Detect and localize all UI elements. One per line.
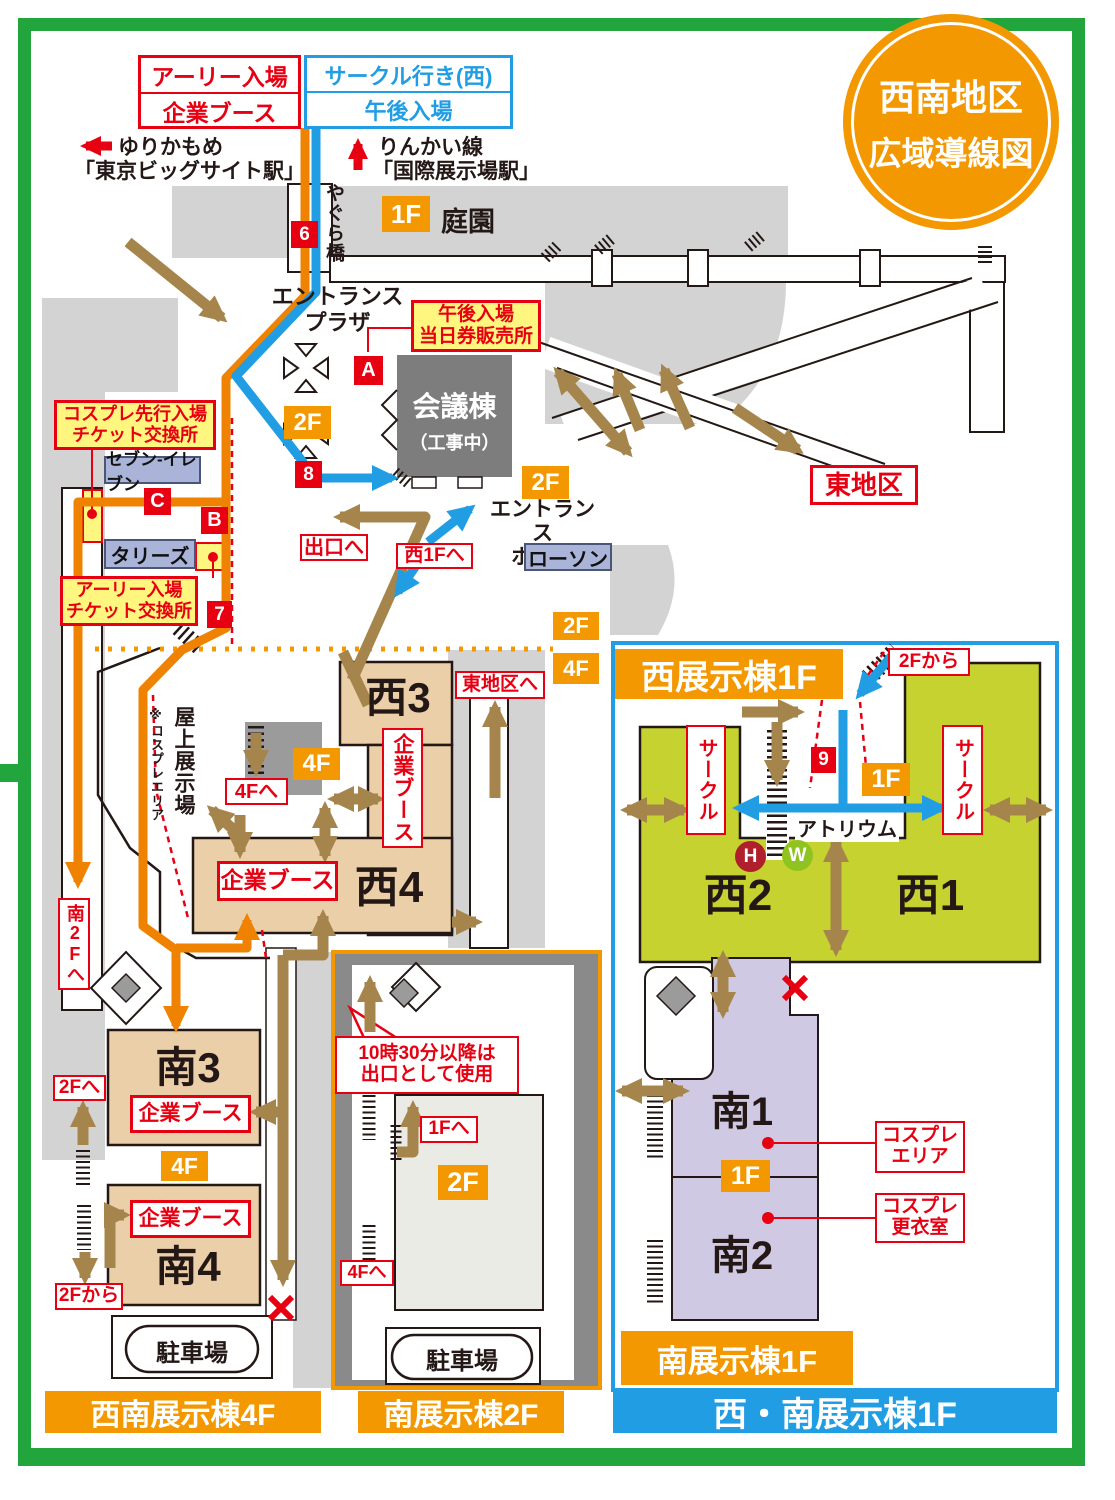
title-line1: 西南地区 — [878, 77, 1023, 118]
entrance-plaza-label: エントランス プラザ — [271, 284, 404, 336]
brown-flow-arrows — [70, 237, 1053, 1287]
to-south2f-box: 南2Fへ — [58, 898, 90, 990]
to-east-district-box: 東地区へ — [455, 671, 545, 699]
legend-afternoon-entry: 午後入場 — [364, 98, 453, 124]
west1-label: 西1 — [895, 871, 965, 920]
west3-corp-booth-box: 企業ブース — [382, 728, 423, 848]
west-1f-badge: 1F — [862, 763, 910, 796]
badge-w: W — [782, 840, 813, 871]
badge-7[interactable]: 7 — [207, 601, 232, 628]
title-line2: 広域導線図 — [868, 135, 1034, 172]
south4-corp-booth-box: 企業ブース — [130, 1200, 251, 1238]
to-west1f-box: 西1Fへ — [396, 543, 473, 569]
conference-building — [380, 355, 512, 489]
legend-circle-west: サークル行き(西) — [307, 58, 510, 93]
sw-from-2f-box: 2Fから — [55, 1283, 123, 1310]
orange-route — [65, 128, 310, 1033]
rooftop-label: 屋上展示場 — [172, 706, 195, 816]
south1-entry-structures — [644, 966, 714, 1080]
rinkai-line-label: りんかい線 — [378, 136, 483, 159]
cosplay-priority-ticket-box: コスプレ先行入場 チケット交換所 — [54, 400, 216, 450]
sw-to-2f-box: 2Fへ — [53, 1075, 106, 1101]
badge-9[interactable]: 9 — [811, 747, 836, 773]
west2-label: 西2 — [703, 871, 773, 920]
early-ticket-box: アーリー入場 チケット交換所 — [60, 576, 198, 626]
sw-4f-badge: 4F — [161, 1151, 208, 1181]
garden-label: 庭園 — [441, 207, 495, 237]
exit-to-box: 出口へ — [300, 534, 368, 561]
circle-box-west2: サークル — [686, 725, 726, 835]
south1-label: 南1 — [710, 1090, 774, 1134]
to-4f-box: 4Fへ — [225, 778, 288, 805]
from-2f-box-west: 2Fから — [888, 648, 970, 676]
blue-route — [231, 128, 949, 821]
construction-label: （工事中） — [409, 433, 500, 453]
south-2f-banner: 南展示棟2F — [358, 1391, 564, 1433]
circle-box-west1: サークル — [942, 725, 983, 835]
yurikamome-station-label: 「東京ビッグサイト駅」 — [74, 160, 305, 183]
south2-label: 南2 — [710, 1234, 774, 1278]
sw-parking-label: 駐車場 — [156, 1339, 228, 1367]
conference-label: 会議棟 — [412, 391, 497, 422]
badge-8[interactable]: 8 — [295, 461, 322, 488]
s2f-parking-label: 駐車場 — [426, 1347, 498, 1375]
tullys-label: タリーズ — [104, 539, 196, 569]
badge-h: H — [735, 841, 766, 872]
southwest-4f-banner: 西南展示棟4F — [45, 1391, 321, 1433]
west-hall-title-banner: 西展示棟1F — [615, 649, 843, 699]
legend-early-entry: アーリー入場 — [141, 58, 298, 94]
s2f-to-1f-box: 1Fへ — [420, 1116, 478, 1143]
rooftop-note-label: ※コスプレエリア — [149, 708, 164, 822]
west-south-1f-banner: 西・南展示棟1F — [613, 1389, 1057, 1434]
west4-corp-booth-box: 企業ブース — [217, 861, 338, 901]
boundary-4f-badge: 4F — [553, 653, 599, 684]
lawson-label: ローソン — [524, 543, 612, 571]
s2f-to-4f-box: 4Fへ — [340, 1260, 394, 1286]
legend-corp-booth: 企業ブース — [162, 100, 277, 126]
boundary-2f-badge: 2F — [553, 612, 599, 640]
legend-red-box: アーリー入場 企業ブース — [138, 55, 301, 129]
note-1030-box: 10時30分以降は 出口として使用 — [335, 1036, 519, 1094]
cosplay-area-box: コスプレ エリア — [875, 1121, 965, 1173]
west4-label: 西4 — [354, 863, 424, 912]
south3-label: 南3 — [155, 1043, 221, 1091]
garden-1f-badge: 1F — [382, 196, 430, 232]
south-1f-badge: 1F — [721, 1160, 770, 1192]
red-marks — [80, 136, 809, 1322]
yurikamome-line-label: ゆりかもめ — [118, 136, 223, 159]
badge-a[interactable]: A — [354, 356, 383, 385]
east-district-box: 東地区 — [810, 465, 918, 505]
s2f-2f-badge: 2F — [438, 1165, 488, 1200]
legend-blue-box: サークル行き(西) 午後入場 — [304, 55, 513, 129]
south4-label: 南4 — [155, 1242, 221, 1290]
cosplay-dressing-box: コスプレ 更衣室 — [875, 1193, 965, 1243]
yagura-bridge-label: やぐら橋 — [323, 183, 344, 263]
west3-label: 西3 — [365, 673, 431, 721]
atrium-label: アトリウム — [795, 813, 899, 842]
seven-eleven-label: セブン-イレブン — [104, 450, 201, 494]
south-hall-title-banner: 南展示棟1F — [621, 1331, 853, 1385]
rinkai-station-label: 「国際展示場駅」 — [372, 160, 540, 183]
rooftop-4f-badge: 4F — [293, 748, 340, 780]
frame-border — [0, 18, 1085, 1466]
badge-c[interactable]: C — [144, 488, 171, 515]
badge-6[interactable]: 6 — [291, 221, 318, 248]
title-circle: 西南地区 広域導線図 — [843, 14, 1059, 230]
southwest-parking — [111, 1315, 273, 1379]
plaza-2f-badge: 2F — [284, 406, 331, 439]
afternoon-ticket-box: 午後入場 当日券販売所 — [411, 300, 541, 352]
south3-corp-booth-box: 企業ブース — [130, 1095, 251, 1133]
badge-b[interactable]: B — [201, 507, 228, 534]
left-diamond-structure — [89, 950, 163, 1026]
hall-2f-badge: 2F — [522, 466, 569, 499]
